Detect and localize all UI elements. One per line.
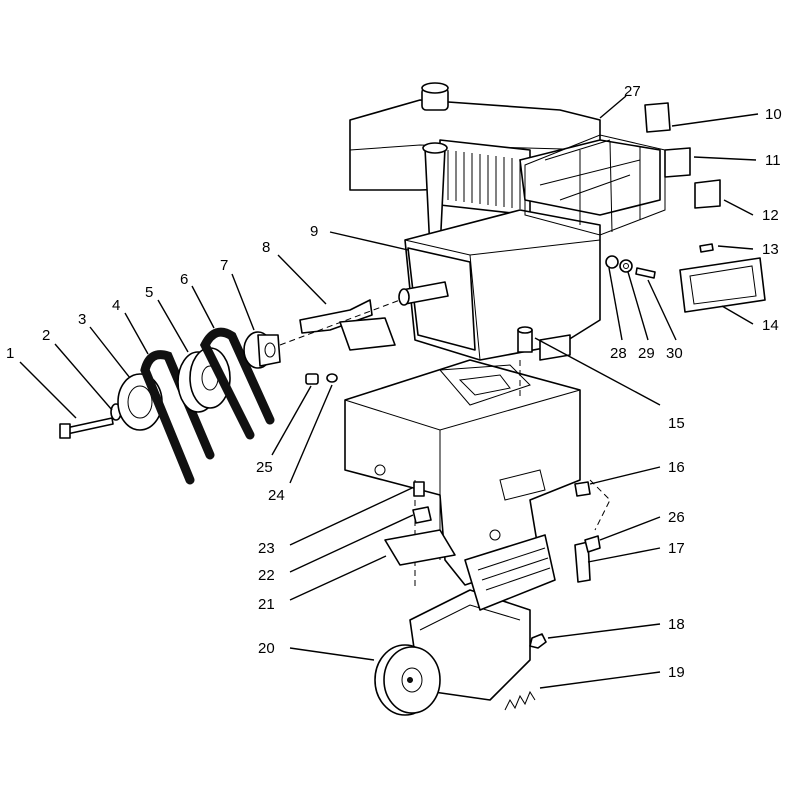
engine-assembly bbox=[349, 82, 666, 361]
callout-labels: 1 2 3 4 5 6 7 8 9 10 11 12 13 14 15 16 1… bbox=[6, 83, 782, 681]
decal-11 bbox=[664, 147, 691, 178]
callout-16: 16 bbox=[668, 459, 685, 476]
callout-2: 2 bbox=[42, 327, 50, 344]
callout-10: 10 bbox=[765, 106, 782, 123]
callout-18: 18 bbox=[668, 616, 685, 633]
decal-12 bbox=[694, 179, 721, 209]
callout-29: 29 bbox=[638, 345, 655, 362]
callout-14: 14 bbox=[762, 317, 779, 334]
callout-27: 27 bbox=[624, 83, 641, 100]
callout-9: 9 bbox=[310, 223, 318, 240]
decal-14 bbox=[679, 257, 766, 313]
screw-13 bbox=[699, 243, 714, 253]
callout-3: 3 bbox=[78, 311, 86, 328]
callout-24: 24 bbox=[268, 487, 285, 504]
callout-19: 19 bbox=[668, 664, 685, 681]
callout-12: 12 bbox=[762, 207, 779, 224]
callout-1: 1 bbox=[6, 345, 14, 362]
pulley-belt-assembly bbox=[59, 299, 401, 485]
decal-10 bbox=[644, 102, 671, 133]
callout-21: 21 bbox=[258, 596, 275, 613]
callout-11: 11 bbox=[765, 152, 781, 169]
callout-23: 23 bbox=[258, 540, 275, 557]
frame-plate bbox=[305, 359, 591, 590]
gearbox-assembly bbox=[374, 479, 611, 716]
callout-22: 22 bbox=[258, 567, 275, 584]
callout-13: 13 bbox=[762, 241, 779, 258]
callout-7: 7 bbox=[220, 257, 228, 274]
callout-25: 25 bbox=[256, 459, 273, 476]
callout-5: 5 bbox=[145, 284, 153, 301]
callout-30: 30 bbox=[666, 345, 683, 362]
callout-15: 15 bbox=[668, 415, 685, 432]
leader-lines bbox=[19, 95, 759, 689]
callout-6: 6 bbox=[180, 271, 188, 288]
decal-parts bbox=[644, 102, 766, 313]
callout-4: 4 bbox=[112, 297, 120, 314]
callout-28: 28 bbox=[610, 345, 627, 362]
callout-17: 17 bbox=[668, 540, 685, 557]
callout-8: 8 bbox=[262, 239, 270, 256]
callout-26: 26 bbox=[668, 509, 685, 526]
callout-20: 20 bbox=[258, 640, 275, 657]
